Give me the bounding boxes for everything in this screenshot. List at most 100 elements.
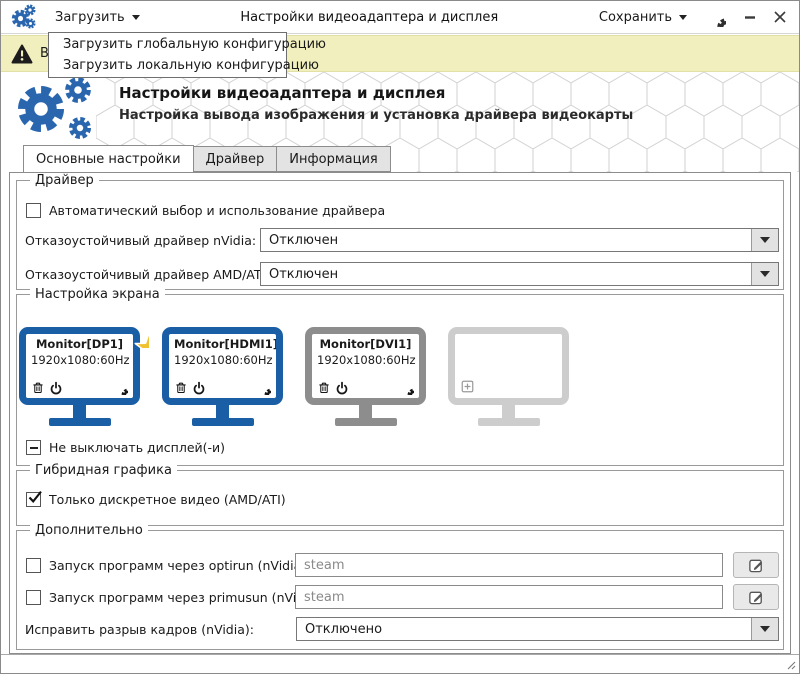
amd-failsafe-dropdown-button[interactable] [751,263,778,285]
group-additional: Дополнительно Запуск программ через opti… [16,523,784,650]
discrete-only-label: Только дискретное видео (AMD/ATI) [49,492,286,507]
group-driver: Драйвер Автоматический выбор и использов… [16,173,784,290]
close-icon [774,11,786,23]
trash-icon[interactable] [317,381,331,395]
keep-display-on-label: Не выключать дисплей(-и) [49,440,226,455]
monitor-resolution: 1920x1080:60Hz [31,353,130,367]
monitor-frame: Monitor[HDMI1] 1920x1080:60Hz [162,327,283,405]
monitor-gear-icon[interactable] [400,381,414,395]
trash-icon[interactable] [174,381,188,395]
group-screen-settings: Настройка экрана Monitor[DP1] 1920x1080:… [16,287,784,466]
chevron-down-icon [760,237,770,248]
resize-grip-icon[interactable] [784,658,796,670]
amd-failsafe-label: Отказоустойчивый драйвер AMD/ATI: [25,266,270,282]
page-title: Настройки видеоадаптера и дисплея [119,84,446,102]
tearing-value: Отключено [305,621,383,637]
edit-icon [748,557,765,574]
power-icon[interactable] [335,381,349,395]
nvidia-failsafe-label: Отказоустойчивый драйвер nVidia: [25,232,257,248]
optirun-label: Запуск программ через optirun (nVidia): [49,557,311,573]
app-gears-icon [11,3,36,29]
primusun-label: Запуск программ через primusun (nVidia): [49,589,325,605]
primusun-row: Запуск программ через primusun (nVidia): [25,584,779,610]
page-subtitle: Настройка вывода изображения и установка… [119,108,634,123]
monitor-gear-icon[interactable] [257,381,271,395]
warning-icon [11,44,33,64]
monitor-gear-icon[interactable] [114,381,128,395]
primusun-edit-button[interactable] [733,584,779,610]
tearing-dropdown-button[interactable] [751,618,778,640]
discrete-only-row: Только дискретное видео (AMD/ATI) [26,492,783,507]
tearing-row: Исправить разрыв кадров (nVidia): Отключ… [25,617,779,641]
close-button[interactable] [773,10,787,24]
amd-failsafe-value: Отключен [269,266,339,282]
monitors-row: Monitor[DP1] 1920x1080:60Hz [17,327,783,426]
primusun-checkbox[interactable] [26,589,41,605]
monitor-base [477,418,540,426]
discrete-only-checkbox[interactable] [26,492,41,507]
status-bar [1,654,799,673]
titlebar: Загрузить Настройки видеоадаптера и дисп… [1,1,799,34]
monitor-name: Monitor[HDMI1] [174,337,278,351]
monitor-add-slot[interactable] [448,327,569,426]
monitor-dvi1[interactable]: Monitor[DVI1] 1920x1080:60Hz [305,327,426,426]
keep-display-on-checkbox[interactable] [26,440,41,455]
group-driver-title: Драйвер [30,173,99,188]
monitor-base [191,418,254,426]
monitor-resolution: 1920x1080:60Hz [317,353,416,367]
monitor-name: Monitor[DP1] [35,337,124,351]
tab-basic-settings[interactable]: Основные настройки [23,145,194,172]
save-button-label: Сохранить [598,9,672,25]
warning-text: В [40,46,49,61]
primusun-input[interactable] [295,585,723,609]
group-hybrid-title: Гибридная графика [30,463,177,478]
load-menu: Загрузить глобальную конфигурацию Загруз… [48,32,326,78]
auto-driver-row: Автоматический выбор и использование дра… [26,203,783,218]
monitor-stand [216,405,229,418]
save-button[interactable]: Сохранить [599,10,687,25]
auto-driver-checkbox[interactable] [26,203,41,218]
group-additional-title: Дополнительно [30,523,148,538]
monitor-resolution: 1920x1080:60Hz [174,353,273,367]
add-display-icon[interactable] [460,379,475,394]
optirun-row: Запуск программ через optirun (nVidia): [25,552,779,578]
nvidia-failsafe-row: Отказоустойчивый драйвер nVidia: Отключе… [25,228,779,252]
load-button[interactable]: Загрузить [55,10,140,25]
trash-icon[interactable] [31,381,45,395]
optirun-input[interactable] [295,553,723,577]
nvidia-failsafe-select[interactable]: Отключен [260,228,779,252]
monitor-base [334,418,397,426]
tab-information[interactable]: Информация [276,146,391,172]
minimize-icon [745,16,755,19]
tab-bar: Основные настройки Драйвер Информация [1,145,799,172]
tearing-label: Исправить разрыв кадров (nVidia): [25,621,254,637]
chevron-down-icon [760,626,770,637]
tab-driver[interactable]: Драйвер [192,146,278,172]
window-title: Настройки видеоадаптера и дисплея [240,9,499,25]
chevron-down-icon [760,271,770,282]
amd-failsafe-row: Отказоустойчивый драйвер AMD/ATI: Отключ… [25,262,779,286]
settings-button[interactable] [707,8,726,27]
optirun-checkbox[interactable] [26,557,41,573]
load-button-label: Загрузить [55,9,125,25]
gear-icon [707,8,726,27]
power-icon[interactable] [192,381,206,395]
power-icon[interactable] [49,381,63,395]
monitor-dp1[interactable]: Monitor[DP1] 1920x1080:60Hz [19,327,140,426]
menu-item-load-global[interactable]: Загрузить глобальную конфигурацию [63,37,326,52]
amd-failsafe-select[interactable]: Отключен [260,262,779,286]
header-block: Настройки видеоадаптера и дисплея Настро… [1,72,799,145]
monitor-hdmi1[interactable]: Monitor[HDMI1] 1920x1080:60Hz [162,327,283,426]
menu-item-load-local[interactable]: Загрузить локальную конфигурацию [63,58,319,73]
edit-icon [748,589,765,606]
optirun-edit-button[interactable] [733,552,779,578]
tearing-select[interactable]: Отключено [296,617,779,641]
keep-display-on-row: Не выключать дисплей(-и) [26,440,783,455]
monitor-stand [359,405,372,418]
auto-driver-label: Автоматический выбор и использование дра… [49,203,386,218]
nvidia-failsafe-dropdown-button[interactable] [751,229,778,251]
monitor-base [48,418,111,426]
minimize-button[interactable] [743,10,757,24]
group-hybrid-graphics: Гибридная графика Только дискретное виде… [16,463,784,526]
